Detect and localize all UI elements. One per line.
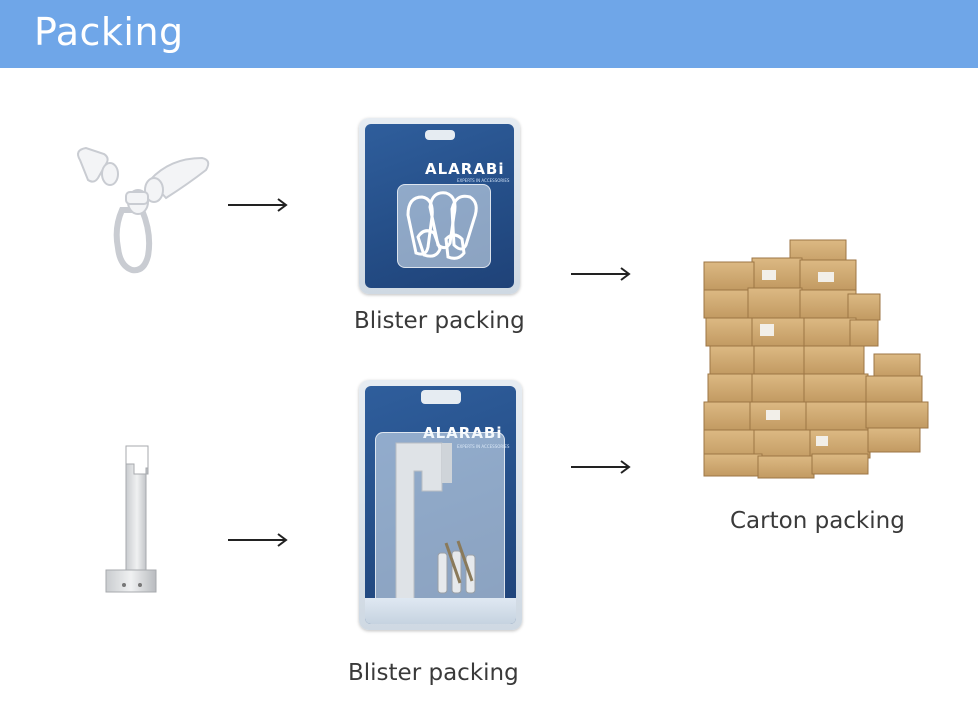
caption-carton: Carton packing: [730, 508, 905, 534]
blister-bubble: [375, 432, 505, 612]
curtain-hook-icon: [77, 146, 210, 274]
blister-pack-image: ALARABi EXPERTS IN ACCESSORIES: [359, 380, 522, 630]
page-title: Packing: [34, 10, 184, 54]
caption-blister-top: Blister packing: [354, 308, 525, 334]
brand-tagline: EXPERTS IN ACCESSORIES: [457, 178, 510, 183]
arrow-icon: [571, 460, 631, 474]
blister-bubble: [397, 184, 491, 268]
hang-hole: [421, 390, 461, 404]
curtain-bracket-icon: [105, 445, 157, 593]
page-header: Packing: [0, 0, 978, 68]
blister-card: ALARABi EXPERTS IN ACCESSORIES: [365, 124, 514, 288]
blister-card: ALARABi EXPERTS IN ACCESSORIES: [365, 386, 516, 624]
carton-stack-icon: [703, 239, 929, 479]
arrow-icon: [571, 267, 631, 281]
blister-base-strip: [365, 598, 516, 624]
arrow-icon: [228, 198, 288, 212]
arrow-icon: [228, 533, 288, 547]
caption-blister-bottom: Blister packing: [348, 660, 519, 686]
blister-pack-image: ALARABi EXPERTS IN ACCESSORIES: [359, 118, 520, 294]
hang-hole: [425, 130, 455, 140]
brand-logo: ALARABi: [425, 160, 505, 178]
